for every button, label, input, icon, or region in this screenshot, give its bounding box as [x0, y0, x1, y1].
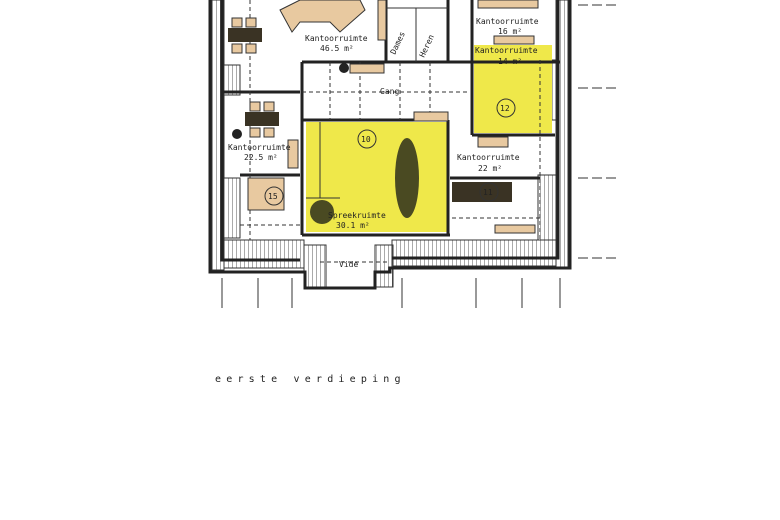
room-label-office-46: Kantoorruimte [305, 34, 368, 43]
room-label-office-14: Kantoorruimte [475, 46, 538, 55]
room-label-heren: Heren [418, 33, 436, 59]
grid-lines [221, 4, 620, 308]
walls [208, 0, 572, 290]
room-area-spreekruimte: 30.1 m² [336, 221, 370, 230]
room-area-office-16: 16 m² [498, 27, 522, 36]
room-label-office-22-5: Kantoorruimte [228, 143, 291, 152]
room-label-office-22: Kantoorruimte [457, 153, 520, 162]
room-label-dames: Dames [389, 30, 407, 56]
room-area-office-22: 22 m² [478, 164, 502, 173]
furniture [228, 0, 539, 234]
floor-caption: eerste verdieping [215, 374, 406, 385]
room-number-10: 10 [361, 135, 371, 144]
room-number-15: 15 [268, 192, 278, 201]
room-area-office-14: 14 m² [498, 57, 522, 66]
room-area-office-46: 46.5 m² [320, 44, 354, 53]
room-number-12: 12 [500, 104, 510, 113]
room-label-office-16: Kantoorruimte [476, 17, 539, 26]
room-label-vide: Vide [339, 260, 358, 269]
room-label-spreekruimte: Spreekruimte [328, 211, 386, 220]
room-number-markers [264, 98, 516, 206]
room-area-office-22-5: 22.5 m² [244, 153, 278, 162]
room-label-gang: Gang [380, 87, 399, 96]
room-number-11: 11 [483, 188, 493, 197]
office-12-highlight [474, 45, 552, 133]
